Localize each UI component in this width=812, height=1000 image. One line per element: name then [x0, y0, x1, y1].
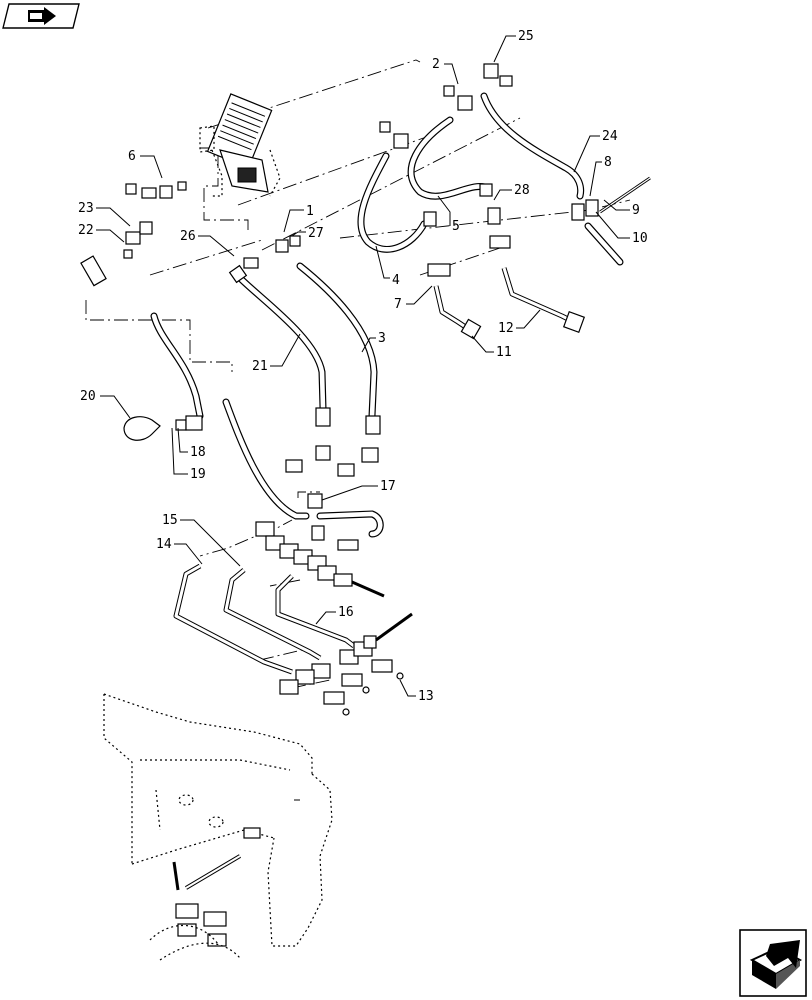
- hose-10: [584, 222, 624, 266]
- callout-6: 6: [128, 149, 136, 164]
- leaders: [96, 35, 630, 697]
- fittings: [80, 63, 651, 716]
- callout-4: 4: [392, 273, 400, 288]
- valve-assembly: [199, 93, 281, 197]
- callout-17: 17: [380, 479, 396, 494]
- callout-28: 28: [514, 183, 530, 198]
- callout-10: 10: [632, 231, 648, 246]
- callout-8: 8: [604, 155, 612, 170]
- tube-12: [501, 267, 586, 334]
- hose-20-line: [150, 312, 204, 420]
- callout-16: 16: [338, 605, 354, 620]
- hose-5: [407, 116, 492, 200]
- callout-22: 22: [78, 223, 94, 238]
- tube-15: [223, 568, 322, 661]
- callout-25: 25: [518, 29, 534, 44]
- callout-5: 5: [452, 219, 460, 234]
- callout-18: 18: [190, 445, 206, 460]
- frame-outline: [103, 693, 333, 961]
- callout-23: 23: [78, 201, 94, 216]
- callout-labels: 1 2 3 4 5 6 7 8 9 10 11 12 13 14 15 16 1…: [78, 29, 648, 704]
- callout-7: 7: [394, 297, 402, 312]
- hose-21: [228, 264, 331, 427]
- callout-19: 19: [190, 467, 206, 482]
- back-arrow-icon: [28, 7, 56, 25]
- callout-12: 12: [498, 321, 514, 336]
- callout-3: 3: [378, 331, 386, 346]
- callout-13: 13: [418, 689, 434, 704]
- tube-14: [173, 563, 293, 675]
- next-nav-button[interactable]: [739, 929, 807, 997]
- callout-2: 2: [432, 57, 440, 72]
- back-nav-button[interactable]: [2, 3, 80, 29]
- tube-16: [275, 574, 356, 648]
- hose-4: [357, 152, 428, 253]
- callout-27: 27: [308, 226, 324, 241]
- callout-11: 11: [496, 345, 512, 360]
- callout-9: 9: [632, 203, 640, 218]
- hose-17: [222, 398, 384, 538]
- hose-24: [480, 92, 585, 200]
- callout-24: 24: [602, 129, 618, 144]
- callout-1: 1: [306, 204, 314, 219]
- callout-20: 20: [80, 389, 96, 404]
- callout-15: 15: [162, 513, 178, 528]
- tube-7-11: [433, 285, 482, 340]
- callout-21: 21: [252, 359, 268, 374]
- hose-3: [296, 262, 381, 435]
- next-page-arrow-icon: [749, 940, 803, 989]
- callout-26: 26: [180, 229, 196, 244]
- callout-14: 14: [156, 537, 172, 552]
